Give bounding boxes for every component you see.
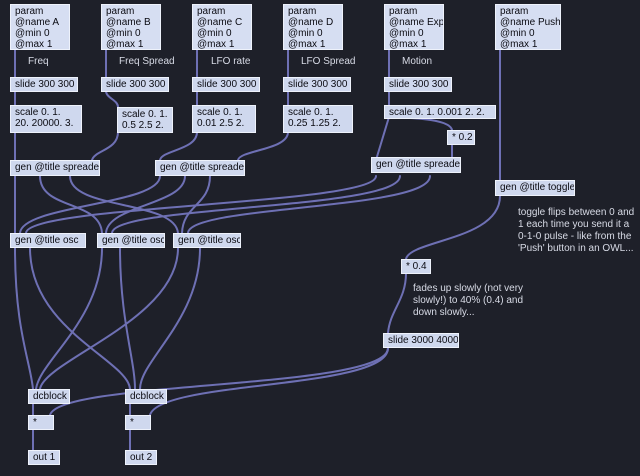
mul-0-4[interactable]: * 0.4 [401, 259, 431, 274]
scale-c[interactable]: scale 0. 1. 0.01 2.5 2. [192, 105, 256, 133]
cord [19, 175, 161, 234]
scale-a[interactable]: scale 0. 1. 20. 20000. 3. [10, 105, 82, 133]
slide-b[interactable]: slide 300 300 [101, 77, 169, 92]
scale-b[interactable]: scale 0. 1. 0.5 2.5 2. [117, 107, 173, 133]
cord [25, 175, 377, 234]
slide-exp[interactable]: slide 300 300 [384, 77, 452, 92]
param-a[interactable]: param @name A @min 0 @max 1 [10, 4, 70, 50]
cord [39, 247, 179, 390]
gen-osc-1[interactable]: gen @title osc [10, 233, 86, 248]
cord [105, 90, 119, 108]
cord [375, 116, 390, 161]
label-freq: Freq [28, 56, 49, 67]
mul-out-1[interactable]: * [28, 415, 54, 430]
cord [119, 247, 136, 390]
gen-osc-2[interactable]: gen @title osc [97, 233, 165, 248]
gen-toggle[interactable]: gen @title toggle [495, 180, 575, 196]
cord [14, 247, 34, 390]
dcblock-2[interactable]: dcblock [125, 389, 167, 404]
label-lfo-rate: LFO rate [211, 56, 251, 67]
label-lfo-spread: LFO Spread [301, 56, 356, 67]
gen-spreader-2[interactable]: gen @title spreader [155, 160, 245, 176]
param-d[interactable]: param @name D @min 0 @max 1 [283, 4, 343, 50]
param-b[interactable]: param @name B @min 0 @max 1 [101, 4, 161, 50]
param-push[interactable]: param @name Push @min 0 @max 1 [495, 4, 561, 50]
slide-d[interactable]: slide 300 300 [283, 77, 351, 92]
out-1[interactable]: out 1 [28, 450, 60, 465]
cord [29, 247, 131, 390]
mul-out-2[interactable]: * [125, 415, 151, 430]
cord [159, 131, 198, 161]
cord [237, 131, 289, 161]
dcblock-1[interactable]: dcblock [28, 389, 70, 404]
cord [405, 195, 501, 260]
cord [187, 175, 431, 234]
param-c[interactable]: param @name C @min 0 @max 1 [192, 4, 252, 50]
fade-comment: fades up slowly (not very slowly!) to 40… [413, 283, 524, 318]
label-freq-spread: Freq Spread [119, 56, 175, 67]
gen-spreader-3[interactable]: gen @title spreader [371, 157, 461, 173]
cord [105, 175, 186, 234]
cord [69, 175, 179, 234]
scale-d[interactable]: scale 0. 1. 0.25 1.25 2. [283, 105, 353, 133]
param-exp[interactable]: param @name Exp @min 0 @max 1 [384, 4, 444, 50]
gen-spreader-1[interactable]: gen @title spreader [10, 160, 100, 176]
slide-fade[interactable]: slide 3000 4000 [383, 333, 459, 348]
cord [387, 272, 407, 334]
toggle-comment: toggle flips between 0 and 1 each time y… [518, 207, 635, 254]
cord [149, 347, 389, 416]
cord [111, 175, 401, 234]
label-motion: Motion [402, 56, 433, 67]
out-2[interactable]: out 2 [125, 450, 157, 465]
cord [35, 247, 103, 390]
cord [139, 247, 201, 390]
slide-c[interactable]: slide 300 300 [192, 77, 260, 92]
gen-osc-3[interactable]: gen @title osc [173, 233, 241, 248]
mul-0-2[interactable]: * 0.2 [447, 130, 475, 145]
cord [49, 347, 389, 416]
cord [39, 175, 103, 234]
slide-a[interactable]: slide 300 300 [10, 77, 78, 92]
scale-exp[interactable]: scale 0. 1. 0.001 2. 2. [384, 105, 496, 119]
cord [91, 131, 119, 161]
